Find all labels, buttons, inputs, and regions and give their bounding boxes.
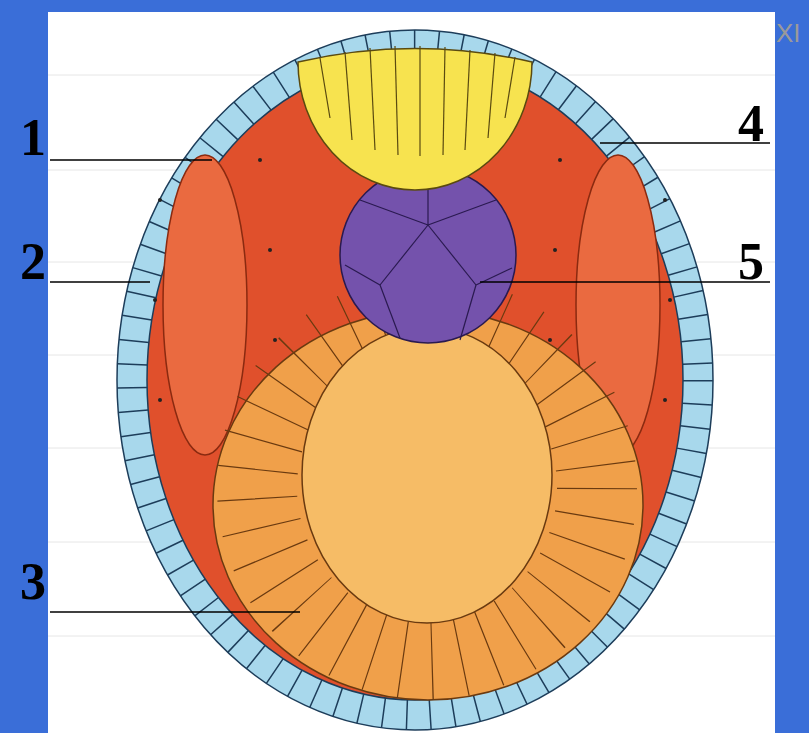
outline bbox=[117, 30, 713, 730]
neural-cells bbox=[320, 46, 515, 156]
callout-number: 3 bbox=[20, 556, 46, 608]
endoderm bbox=[213, 310, 643, 700]
neural-plate bbox=[298, 49, 532, 191]
callout-number: 1 bbox=[20, 112, 46, 164]
ectoderm-cells bbox=[132, 45, 698, 715]
leader-lines bbox=[50, 143, 770, 612]
endoderm-cells bbox=[257, 316, 597, 660]
gut-cavity bbox=[302, 327, 552, 623]
coelom-left bbox=[163, 155, 247, 455]
panel bbox=[48, 12, 775, 733]
callout-number: 5 bbox=[738, 236, 764, 288]
watermark: XI bbox=[776, 20, 801, 46]
notochord bbox=[340, 167, 516, 343]
callout-number: 4 bbox=[738, 98, 764, 150]
notochord-cells bbox=[345, 167, 512, 340]
callout-number: 2 bbox=[20, 236, 46, 288]
ectoderm bbox=[132, 45, 698, 715]
